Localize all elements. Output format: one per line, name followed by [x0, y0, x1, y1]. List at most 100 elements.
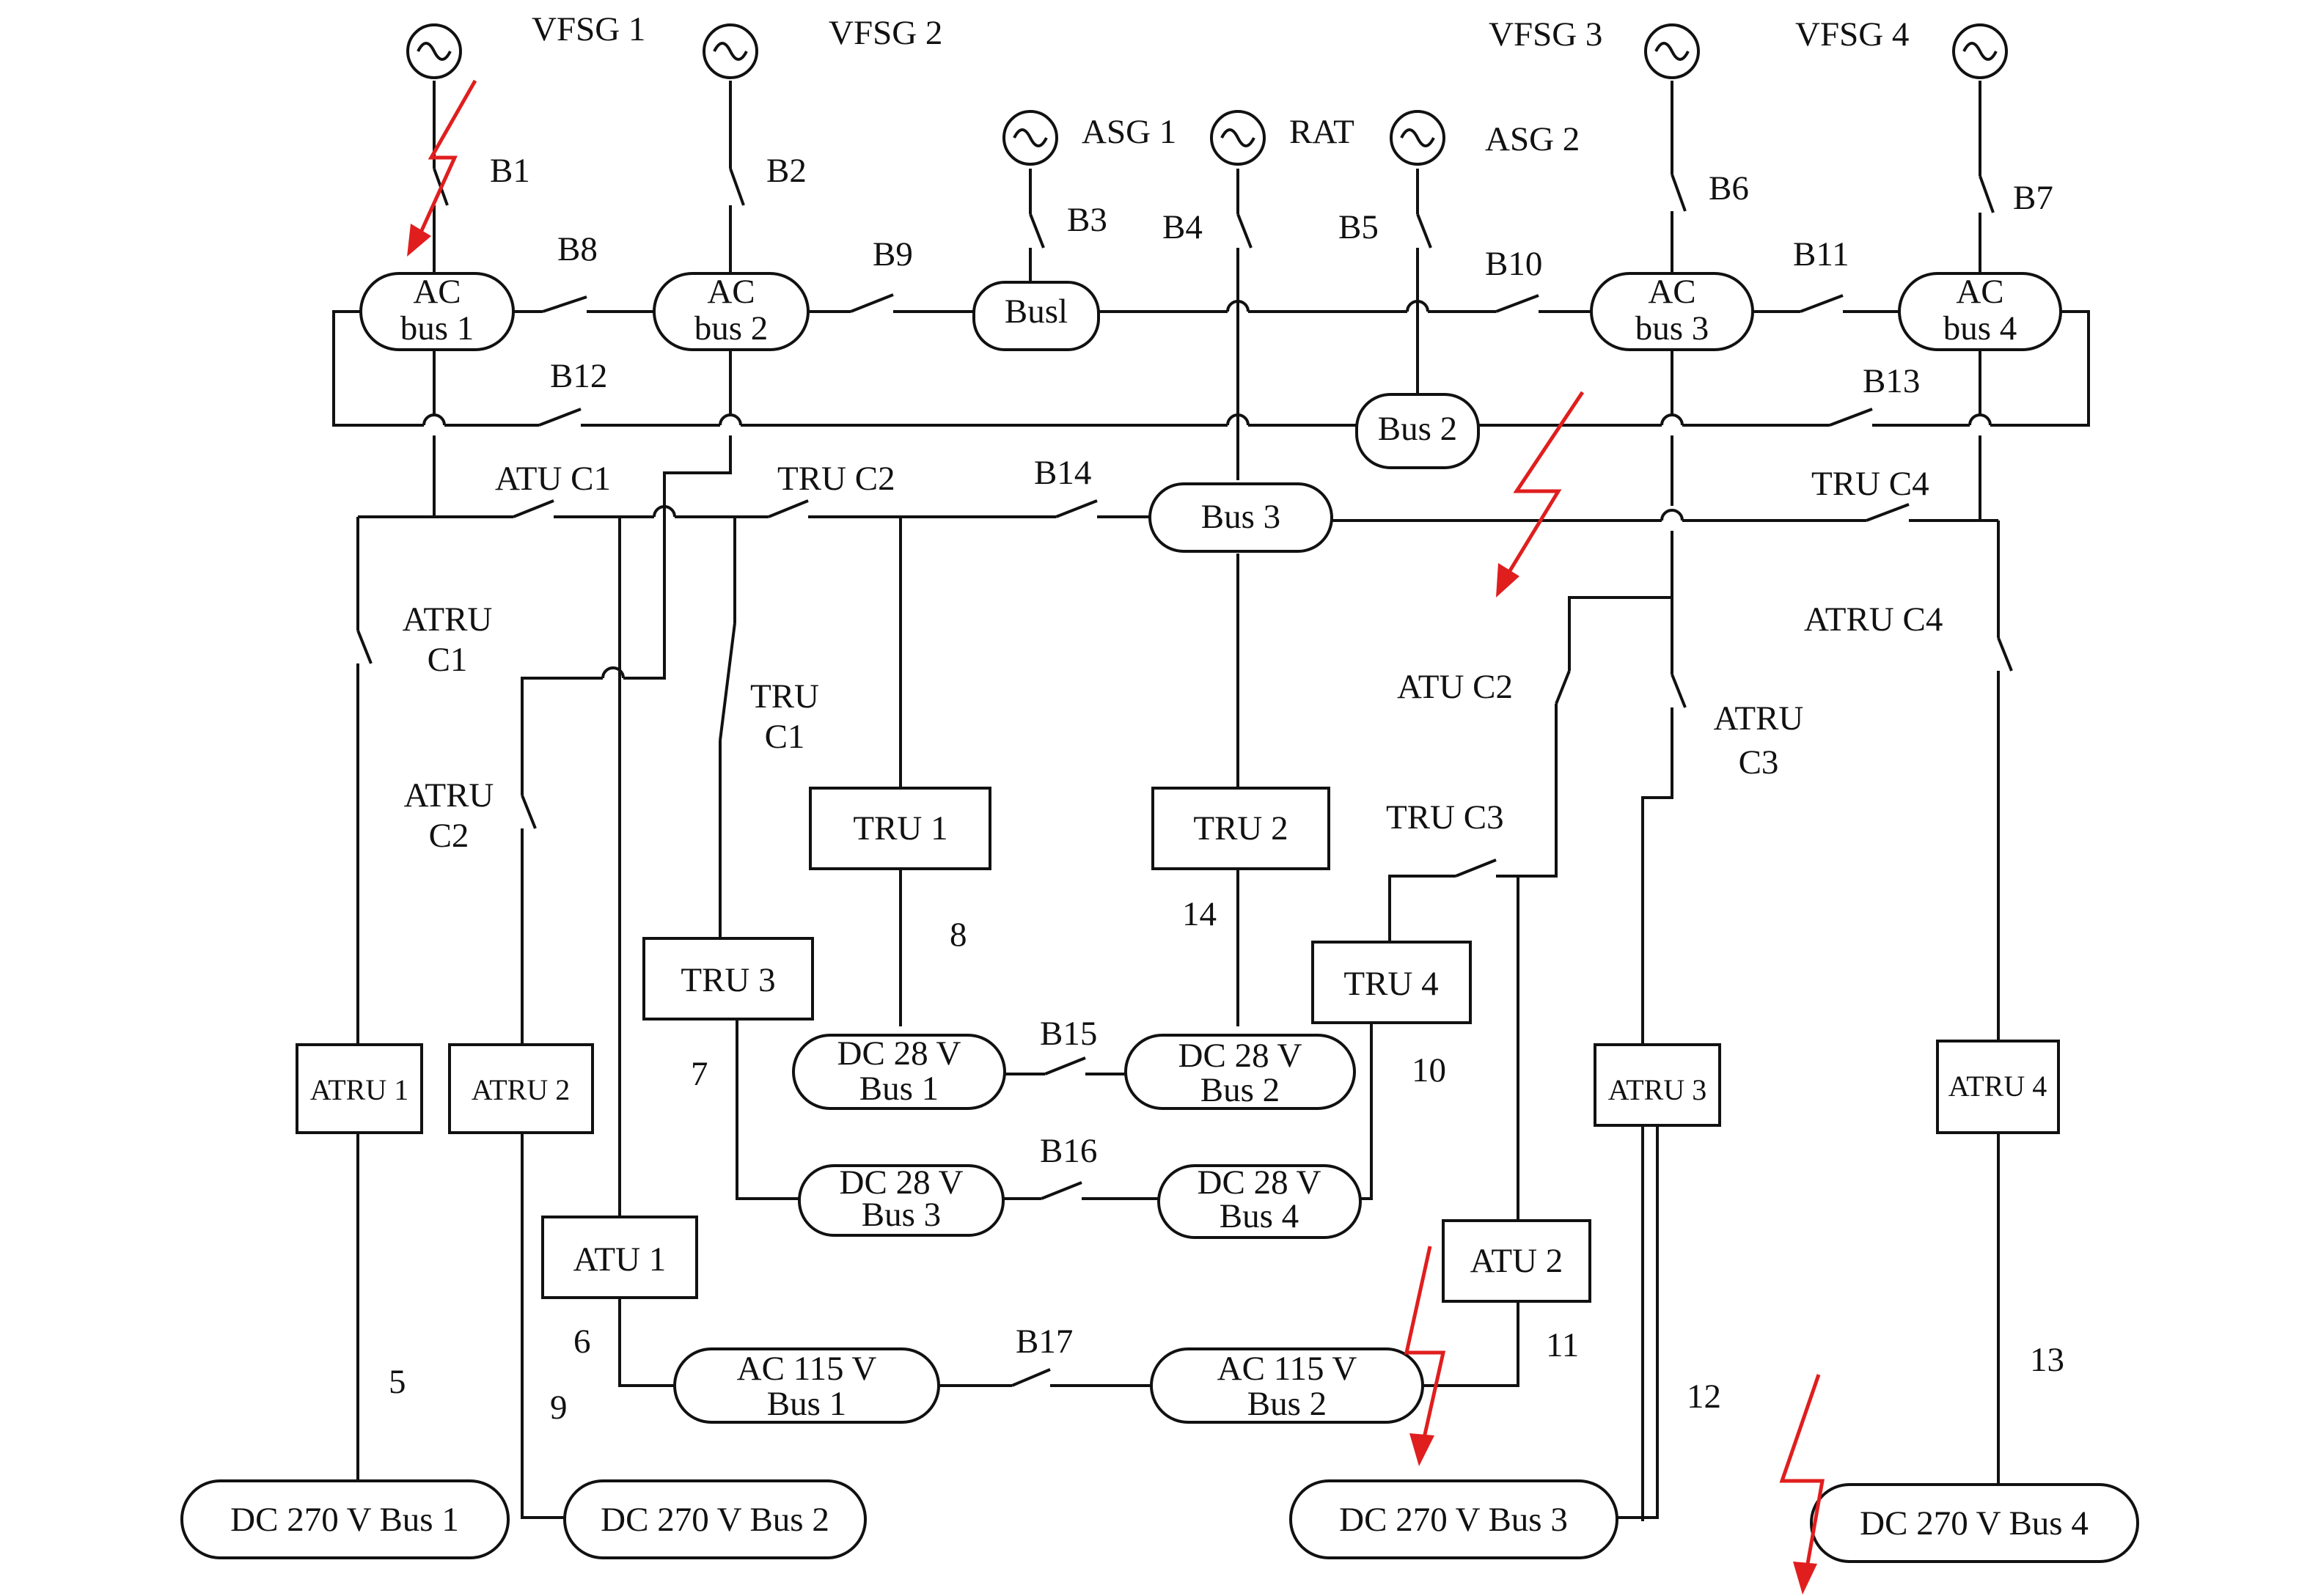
tru-3-label: TRU 3	[681, 961, 775, 999]
atu-1: ATU 1	[541, 1216, 698, 1299]
atu-c1-label: ATU C1	[495, 460, 611, 498]
b9-label: B9	[873, 235, 913, 273]
dc270-bus-3: DC 270 V Bus 3	[1289, 1479, 1618, 1559]
rat-label: RAT	[1289, 113, 1354, 151]
ac115-bus-2-line2: Bus 2	[1247, 1385, 1327, 1423]
bus-l-label: Busl	[1005, 293, 1068, 331]
atu-1-label: ATU 1	[573, 1240, 667, 1279]
ac-bus-3: AC bus 3	[1590, 272, 1754, 351]
dc28-bus-3: DC 28 V Bus 3	[798, 1163, 1005, 1237]
dc28-bus-1-line1: DC 28 V	[837, 1034, 961, 1073]
vfsg-4-label: VFSG 4	[1795, 15, 1909, 54]
b5-label: B5	[1338, 208, 1379, 246]
atru-c1-line1: ATRU	[403, 600, 493, 639]
b4-label: B4	[1162, 208, 1203, 246]
dc28-bus-2-line2: Bus 2	[1200, 1071, 1280, 1109]
generator-vfsg-1: VFSG 1	[406, 10, 645, 79]
dc28-bus-4: DC 28 V Bus 4	[1157, 1163, 1362, 1239]
b7-label: B7	[2013, 179, 2053, 217]
b12-label: B12	[550, 357, 607, 395]
ac-bus-1-line1: AC	[413, 273, 461, 311]
sine-icon	[1962, 42, 1998, 61]
atu-2-label: ATU 2	[1470, 1242, 1563, 1280]
fault-indicator-bus2	[1496, 391, 1585, 597]
dc270-bus-1: DC 270 V Bus 1	[180, 1479, 510, 1559]
fault-indicator-dc270-bus4	[1779, 1374, 1825, 1595]
dc28-bus-2-line1: DC 28 V	[1178, 1037, 1302, 1075]
tru-2: TRU 2	[1151, 787, 1330, 870]
b13-label: B13	[1863, 362, 1920, 400]
line-13-label: 13	[2030, 1341, 2064, 1379]
sine-icon	[1013, 128, 1048, 147]
line-10-label: 10	[1412, 1051, 1446, 1089]
line-7-label: 7	[691, 1055, 708, 1093]
ac-bus-4-line2: bus 4	[1943, 309, 2017, 347]
b1-label: B1	[490, 152, 530, 190]
ac115-bus-2: AC 115 V Bus 2	[1150, 1347, 1424, 1424]
b15-label: B15	[1040, 1015, 1097, 1053]
bus-3-label: Bus 3	[1201, 498, 1280, 536]
b3-label: B3	[1067, 201, 1107, 239]
fault-indicator-vfsg1	[407, 79, 477, 257]
dc270-bus-4-label: DC 270 V Bus 4	[1860, 1504, 2089, 1542]
atu-c2-label: ATU C2	[1397, 668, 1513, 706]
tru-c2-label: TRU C2	[777, 460, 895, 498]
tru-c4-label: TRU C4	[1811, 465, 1929, 503]
atru-c3-line1: ATRU	[1714, 699, 1804, 738]
tru-2-label: TRU 2	[1193, 809, 1288, 847]
dc28-bus-3-line2: Bus 3	[862, 1196, 941, 1234]
atru-c2-line2: C2	[429, 817, 469, 855]
ac-bus-2: AC bus 2	[653, 272, 810, 351]
line-5-label: 5	[389, 1363, 406, 1401]
b6-label: B6	[1709, 169, 1749, 207]
ac115-bus-2-line1: AC 115 V	[1217, 1350, 1357, 1388]
dc28-bus-2: DC 28 V Bus 2	[1124, 1034, 1356, 1110]
b10-label: B10	[1485, 245, 1542, 283]
asg-1-label: ASG 1	[1082, 113, 1176, 151]
atru-3: ATRU 3	[1594, 1043, 1721, 1127]
b17-label: B17	[1016, 1323, 1073, 1361]
dc270-bus-2-label: DC 270 V Bus 2	[601, 1501, 829, 1539]
b16-label: B16	[1040, 1132, 1097, 1170]
bus-2: Bus 2	[1355, 393, 1480, 469]
fault-indicator-ac115-bus2	[1404, 1246, 1446, 1466]
atru-2: ATRU 2	[448, 1043, 594, 1134]
line-12-label: 12	[1687, 1378, 1721, 1416]
bus-2-label: Bus 2	[1378, 410, 1457, 448]
breaker-labels: B1 B2 B3 B4 B5 B6 B7 B8 B9 B10 B11 B12 B…	[403, 152, 2053, 1361]
ac115-bus-1-line1: AC 115 V	[737, 1350, 877, 1388]
atru-c4-label: ATRU C4	[1804, 600, 1943, 639]
ac-bus-4-line1: AC	[1956, 273, 2003, 311]
b8-label: B8	[557, 230, 598, 268]
tru-4: TRU 4	[1311, 941, 1472, 1024]
generator-asg-1: ASG 1	[1002, 110, 1176, 166]
b11-label: B11	[1793, 235, 1849, 273]
tru-3: TRU 3	[642, 937, 814, 1021]
dc270-bus-2: DC 270 V Bus 2	[563, 1479, 867, 1559]
atru-4-label: ATRU 4	[1948, 1070, 2047, 1103]
generator-vfsg-2: VFSG 2	[703, 14, 942, 79]
sine-icon	[1654, 42, 1690, 61]
ac-bus-1-line2: bus 1	[400, 309, 474, 347]
sine-icon	[417, 42, 452, 61]
line-9-label: 9	[550, 1389, 568, 1427]
tru-c1-line2: C1	[765, 718, 805, 756]
atru-4: ATRU 4	[1936, 1040, 2060, 1134]
tru-1-label: TRU 1	[853, 809, 947, 847]
ac115-bus-1-line2: Bus 1	[767, 1385, 846, 1423]
line-6-label: 6	[573, 1323, 591, 1361]
line-14-label: 14	[1182, 895, 1217, 933]
b2-label: B2	[766, 152, 807, 190]
ac-bus-2-line1: AC	[707, 273, 755, 311]
wiring	[332, 81, 2090, 1521]
tru-c3-label: TRU C3	[1386, 798, 1504, 836]
sine-icon	[1220, 128, 1255, 147]
ac-bus-2-line2: bus 2	[694, 309, 769, 347]
line-numbers: 5 6 7 8 9 10 11 12 13 14	[389, 895, 2064, 1427]
sine-icon	[713, 42, 748, 61]
ac-bus-3-line1: AC	[1648, 273, 1695, 311]
atru-3-label: ATRU 3	[1608, 1073, 1706, 1106]
dc28-bus-4-line1: DC 28 V	[1198, 1163, 1321, 1202]
tru-c1-line1: TRU	[750, 677, 819, 716]
